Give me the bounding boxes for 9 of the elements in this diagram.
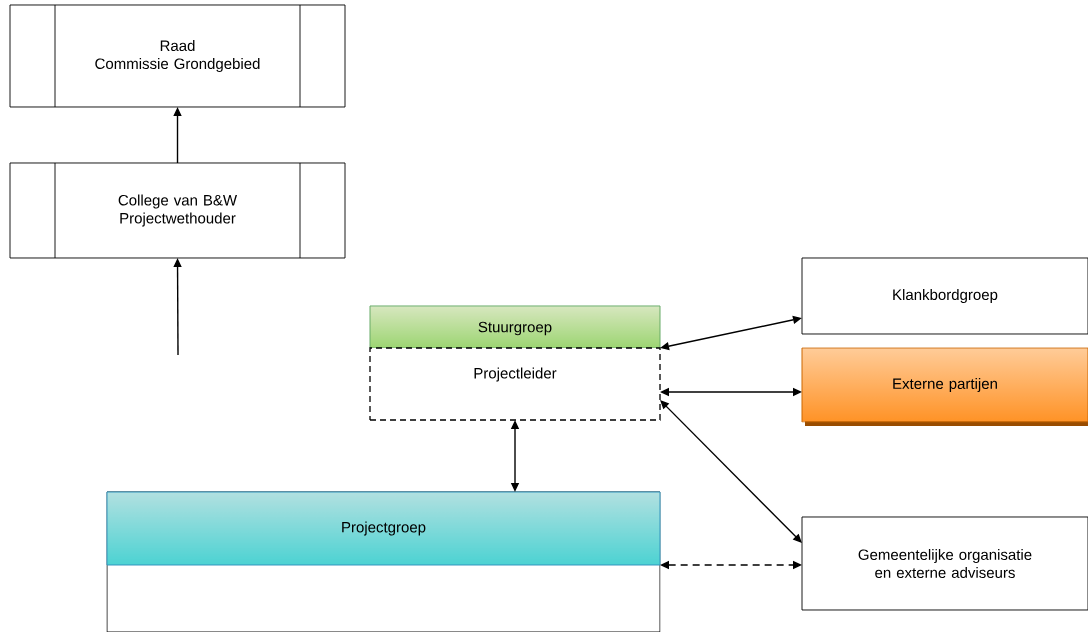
header-bar: Stuurgroep xyxy=(369,305,661,349)
group-panel: Projectgroep xyxy=(106,491,661,632)
process-box: Raad Commissie Grondgebied xyxy=(9,4,346,108)
process-box: Klankbordgroep xyxy=(801,257,1088,335)
process-box: Externe partijen xyxy=(801,347,1088,426)
process-box: College van B&W Projectwethouder xyxy=(9,162,346,259)
dashed-box: Projectleider xyxy=(369,347,661,421)
arrow xyxy=(660,400,802,543)
process-box: Gemeentelijke organisatie en externe adviseurs xyxy=(801,516,1088,611)
